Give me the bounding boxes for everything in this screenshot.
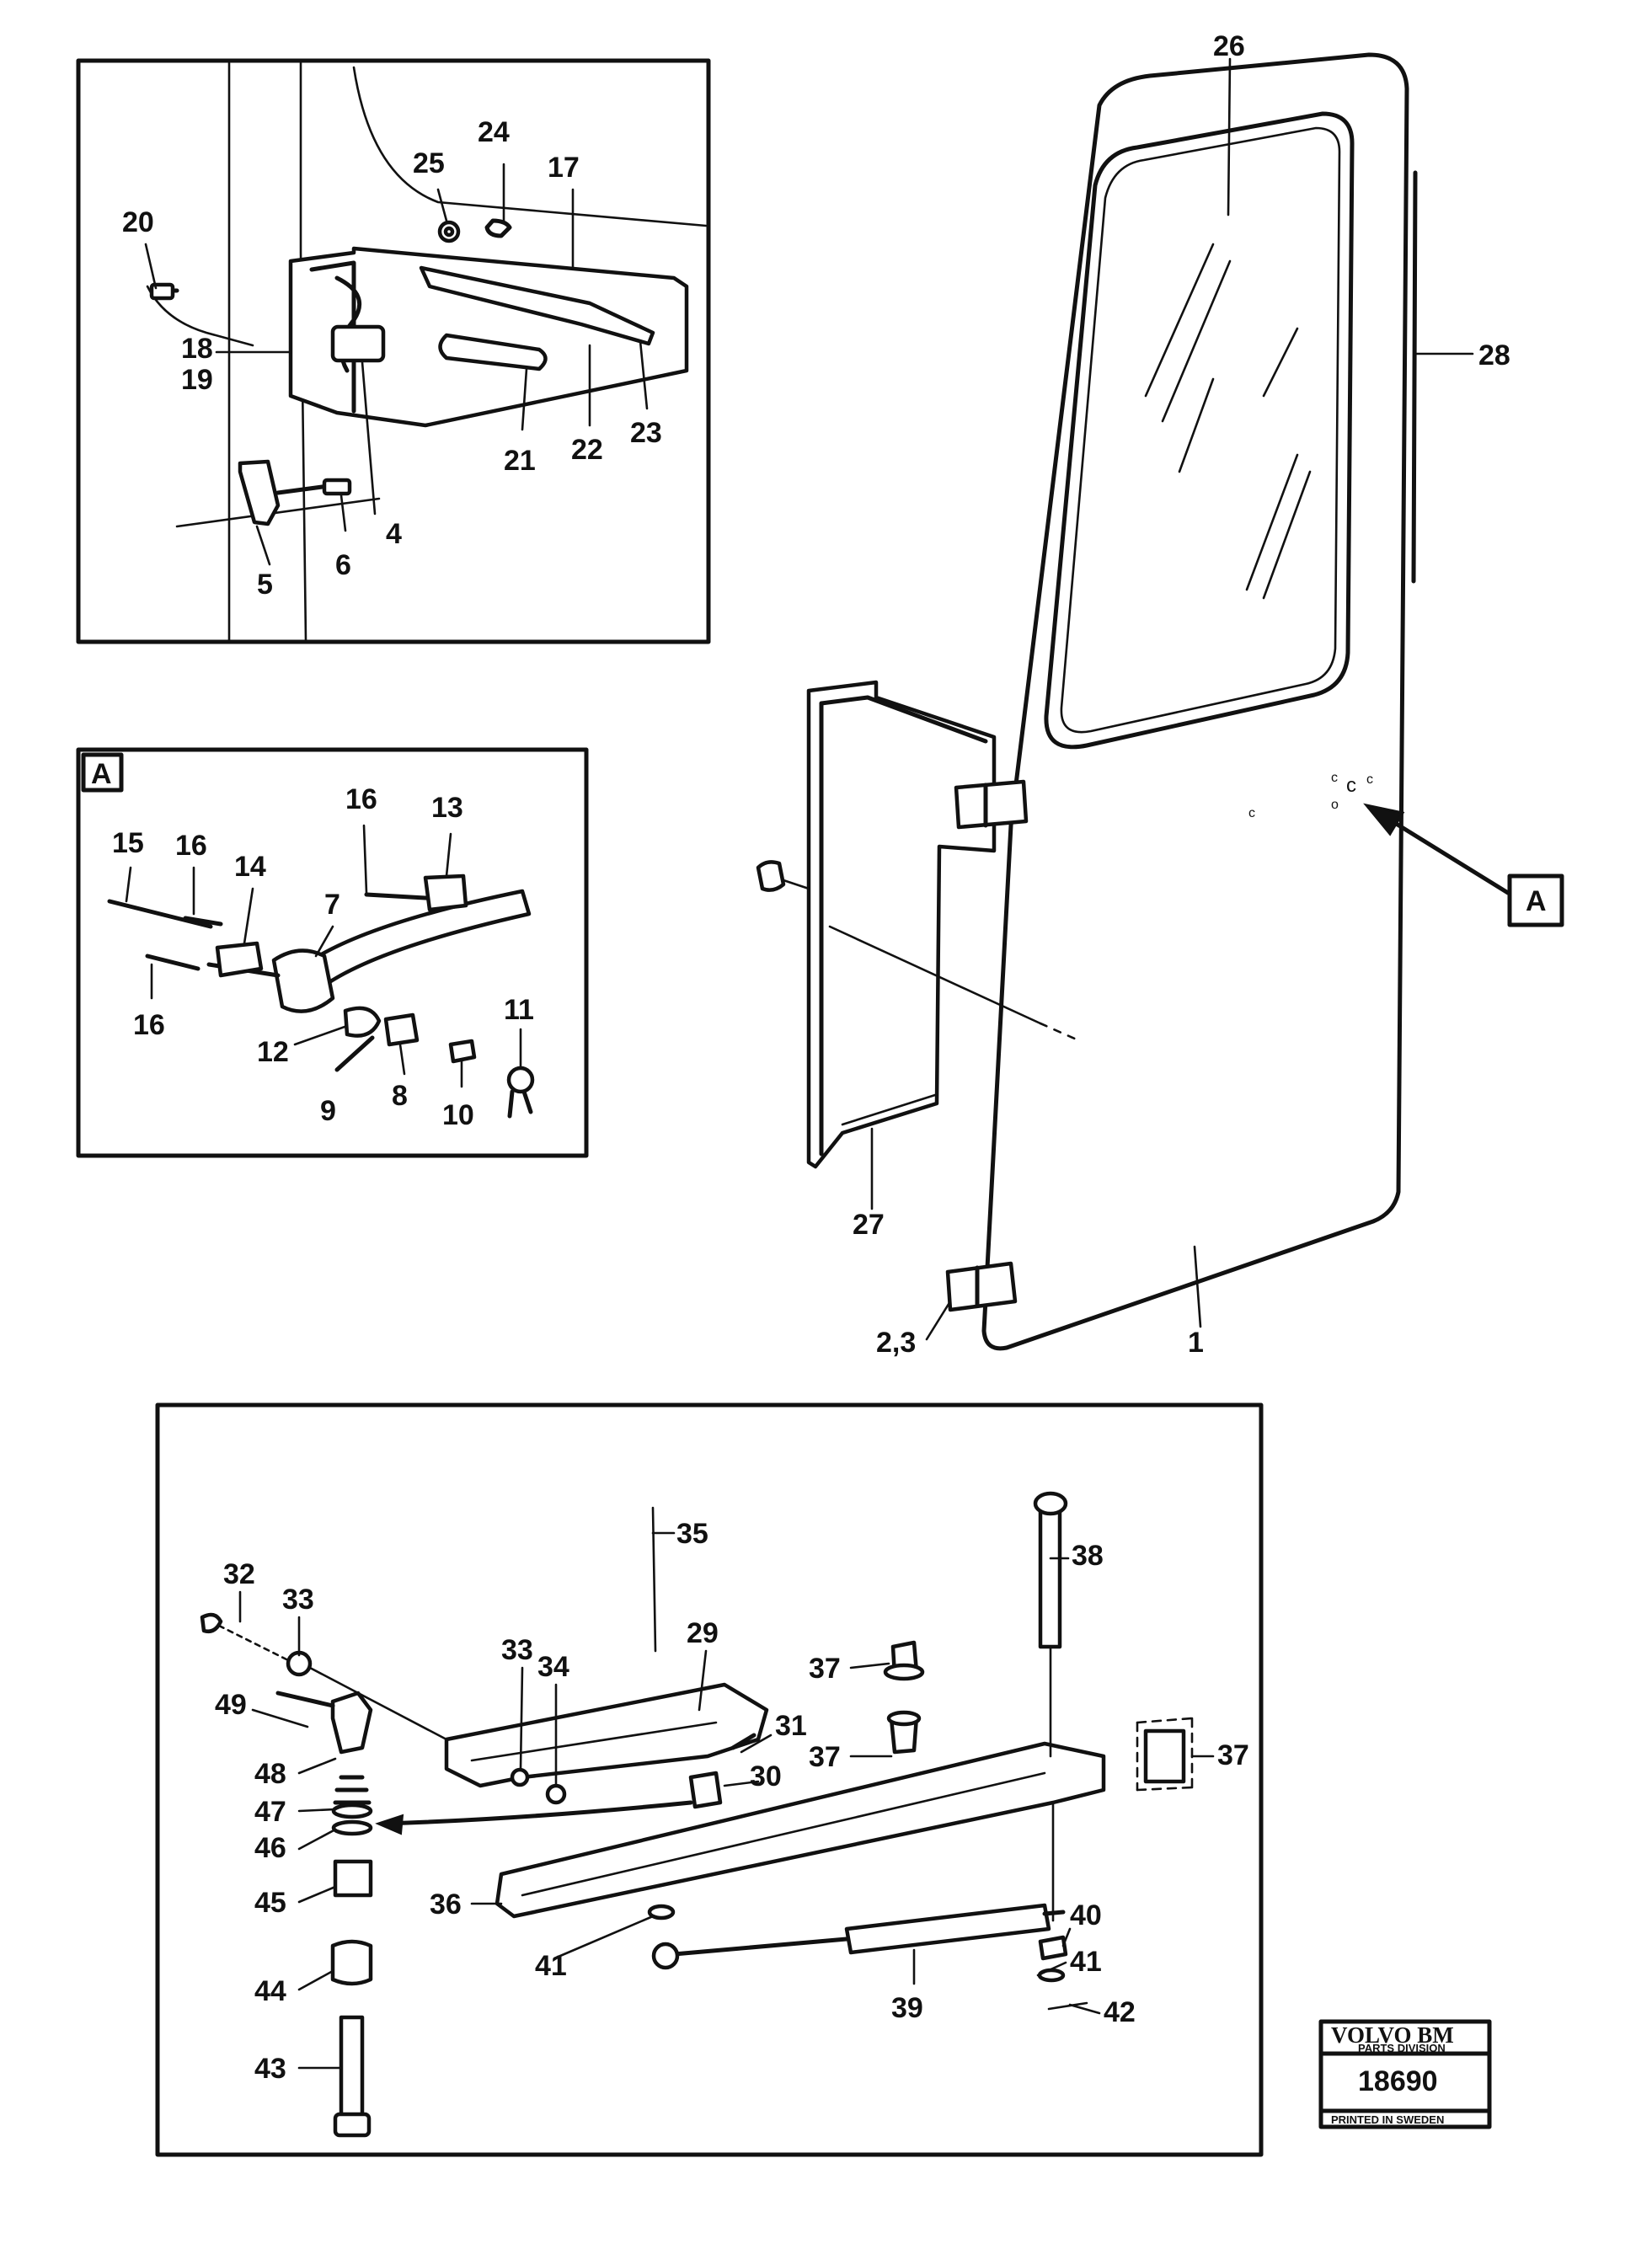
callout-43: 43 (254, 2053, 286, 2085)
callout-25: 25 (413, 147, 445, 179)
callout-41-right: 41 (1070, 1946, 1102, 1978)
callout-7: 7 (324, 889, 340, 921)
callout-37-right: 37 (1217, 1739, 1249, 1771)
callout-26: 26 (1213, 30, 1245, 62)
callout-13: 13 (431, 792, 463, 824)
callout-27: 27 (853, 1209, 885, 1241)
stamp-brand: VOLVO BM (1331, 2022, 1454, 2048)
svg-text:c: c (1248, 806, 1255, 820)
callout-14: 14 (234, 851, 266, 883)
callout-8: 8 (392, 1080, 408, 1112)
callout-38: 38 (1072, 1540, 1104, 1572)
callout-33-left: 33 (282, 1584, 314, 1616)
panel-handle-detail: A 16 13 15 16 14 7 (76, 747, 589, 1158)
callout-44: 44 (254, 1975, 286, 2007)
svg-text:c: c (1346, 774, 1356, 797)
callout-33-arm: 33 (501, 1634, 533, 1666)
callout-32: 32 (223, 1558, 255, 1590)
callout-16-low: 16 (133, 1009, 165, 1041)
callout-35: 35 (676, 1518, 708, 1550)
callout-18: 18 (181, 333, 213, 365)
svg-text:c: c (1366, 772, 1373, 787)
callout-42: 42 (1104, 1996, 1136, 2028)
callout-16-mid: 16 (175, 830, 207, 862)
callout-30: 30 (750, 1760, 782, 1792)
callout-47: 47 (254, 1796, 286, 1828)
callout-6: 6 (335, 549, 351, 581)
callout-22: 22 (571, 434, 603, 466)
callout-17: 17 (548, 152, 580, 184)
callout-37-top: 37 (809, 1653, 841, 1685)
stamp-division: PARTS DIVISION (1358, 2042, 1446, 2054)
callout-5: 5 (257, 569, 273, 601)
callout-4: 4 (386, 518, 402, 550)
callout-29: 29 (687, 1617, 719, 1649)
callout-34: 34 (537, 1651, 569, 1683)
stamp-number: 18690 (1358, 2065, 1438, 2097)
callout-11: 11 (504, 994, 534, 1026)
callout-10: 10 (442, 1099, 474, 1131)
callout-46: 46 (254, 1832, 286, 1864)
callout-15: 15 (112, 827, 144, 859)
view-a-box-label: A (1526, 885, 1547, 917)
callout-19: 19 (181, 364, 213, 396)
callout-12: 12 (257, 1036, 289, 1068)
callout-36: 36 (430, 1888, 462, 1920)
callout-37-mid: 37 (809, 1741, 841, 1773)
callout-41-left: 41 (535, 1950, 567, 1982)
panel-door-closer: 35 38 32 33 33 29 34 37 49 31 37 37 48 3… (155, 1402, 1264, 2157)
panel-lock-detail: 20 25 24 17 18 19 4 21 22 23 5 6 (76, 58, 711, 644)
svg-text:c: c (1331, 771, 1338, 785)
stamp-printed: PRINTED IN SWEDEN (1331, 2113, 1444, 2126)
callout-39: 39 (891, 1992, 923, 2024)
callout-45: 45 (254, 1887, 286, 1919)
callout-2-3: 2,3 (876, 1327, 916, 1359)
callout-48: 48 (254, 1758, 286, 1790)
door-assembly: c c c o c A 26 28 27 2,3 1 (756, 30, 1564, 1359)
callout-28: 28 (1478, 339, 1510, 371)
callout-1: 1 (1188, 1327, 1204, 1359)
callout-21: 21 (504, 445, 536, 477)
callout-23: 23 (630, 417, 662, 449)
svg-text:o: o (1331, 798, 1339, 812)
callout-16-top: 16 (345, 783, 377, 815)
callout-49: 49 (215, 1689, 247, 1721)
panel-a-label: A (91, 758, 112, 790)
callout-20: 20 (122, 206, 154, 238)
callout-24: 24 (478, 116, 510, 148)
volvo-bm-stamp: VOLVO BM PARTS DIVISION 18690 PRINTED IN… (1318, 2019, 1492, 2129)
callout-40: 40 (1070, 1899, 1102, 1931)
callout-9: 9 (320, 1095, 336, 1127)
callout-31: 31 (775, 1710, 807, 1742)
